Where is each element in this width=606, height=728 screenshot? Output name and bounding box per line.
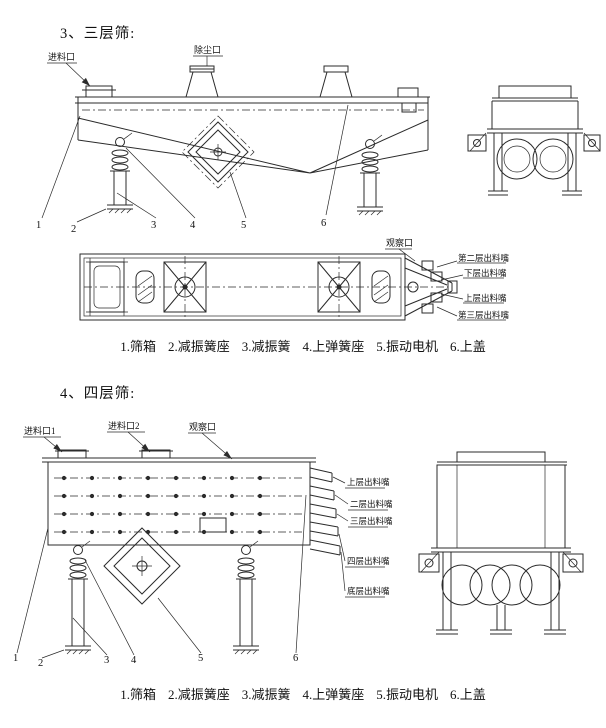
leader-line (336, 513, 388, 528)
motor-mount-icon (317, 261, 361, 313)
s4-side-view (42, 449, 341, 605)
caption-part: 2.减振簧座 (167, 339, 230, 354)
s3-top-view (79, 253, 458, 321)
feed-inlet1-label: 进料口1 (24, 425, 56, 436)
caption-part: 4.上弹簧座 (302, 339, 365, 354)
vibration-motor-icon (103, 527, 181, 605)
feed-inlet-label: 进料口 (48, 51, 75, 62)
observe-port-label: 观察口 (189, 421, 216, 432)
leader-line (440, 274, 504, 281)
leader-line (436, 260, 506, 268)
spring-icon (496, 138, 538, 180)
spring-leg (64, 540, 92, 655)
caption-part: 5.振动电机 (376, 339, 439, 354)
part-number: 5 (241, 220, 246, 231)
outlet-label: 第二层出料嘴 (458, 253, 510, 263)
caption-part: 6.上盖 (450, 339, 486, 354)
spring-icon (519, 564, 561, 606)
s3-leader-lines (41, 104, 349, 223)
part-number: 3 (151, 220, 156, 231)
caption-part: 3.减振簧 (241, 339, 291, 354)
spring-leg (232, 540, 260, 655)
feed-inlet2-label: 进料口2 (108, 420, 140, 431)
outlet-label: 三层出料嘴 (350, 516, 393, 526)
part-number: 1 (36, 220, 41, 231)
caption-part: 6.上盖 (450, 687, 486, 702)
leader-line (334, 494, 388, 511)
outlet-label: 下层出料嘴 (464, 268, 507, 278)
section3-caption: 1.筛箱 2.减振簧座 3.减振簧 4.上弹簧座 5.振动电机 6.上盖 (0, 336, 606, 355)
s3-end-view (467, 85, 601, 196)
outlet-label: 第三层出料嘴 (458, 310, 510, 320)
part-number: 2 (71, 224, 76, 235)
outlet-label: 上层出料嘴 (347, 477, 390, 487)
s4-end-view (418, 451, 584, 635)
leader-line (385, 248, 416, 262)
arrowhead-icon (223, 451, 232, 459)
vibration-motor-icon (181, 115, 255, 189)
part-number: 5 (198, 653, 203, 664)
part-number: 3 (104, 655, 109, 666)
part-number: 2 (38, 658, 43, 669)
dust-port-label: 除尘口 (194, 44, 221, 55)
s4-leader-lines (16, 494, 307, 659)
caption-part: 1.筛箱 (120, 687, 156, 702)
observe-port-label: 观察口 (386, 237, 413, 248)
outlet-label: 二层出料嘴 (350, 499, 393, 509)
feed-inlet-port (141, 449, 171, 459)
part-number: 1 (13, 653, 18, 664)
part-number: 6 (293, 653, 298, 664)
discharge-chutes (309, 467, 341, 556)
arrowhead-icon (141, 443, 150, 452)
dust-port-stand (185, 65, 219, 98)
spring-leg (356, 134, 384, 216)
spring-icon (491, 564, 533, 606)
outlet-label: 上层出料嘴 (464, 293, 507, 303)
leader-line (193, 55, 223, 66)
part-number: 6 (321, 218, 326, 229)
caption-part: 2.减振簧座 (167, 687, 230, 702)
discharge-fan (404, 257, 458, 317)
s3-side-view (75, 65, 430, 189)
section3-title: 3、三层筛: (60, 26, 136, 42)
caption-part: 4.上弹簧座 (302, 687, 365, 702)
caption-part: 3.减振簧 (241, 687, 291, 702)
feed-inlet-port (85, 85, 113, 98)
spring-icon (441, 564, 483, 606)
part-number: 4 (190, 220, 196, 231)
part-number: 4 (131, 655, 137, 666)
arrowhead-icon (81, 77, 90, 86)
outlet-label: 底层出料嘴 (347, 586, 390, 596)
spring-icon (469, 564, 511, 606)
section4-caption: 1.筛箱 2.减振簧座 3.减振簧 4.上弹簧座 5.振动电机 6.上盖 (0, 684, 606, 703)
leader-line (340, 551, 385, 598)
support-stand (319, 65, 353, 98)
leader-line (338, 533, 385, 568)
arrowhead-icon (53, 444, 62, 452)
leader-line (440, 293, 504, 304)
outlet-label: 四层出料嘴 (347, 556, 390, 566)
leader-line (436, 306, 506, 321)
caption-part: 1.筛箱 (120, 339, 156, 354)
caption-part: 5.振动电机 (376, 687, 439, 702)
spring-icon (532, 138, 574, 180)
leader-line (23, 436, 63, 453)
leader-line (332, 476, 385, 489)
feed-inlet-port (57, 449, 87, 459)
section4-title: 4、四层筛: (60, 386, 136, 402)
